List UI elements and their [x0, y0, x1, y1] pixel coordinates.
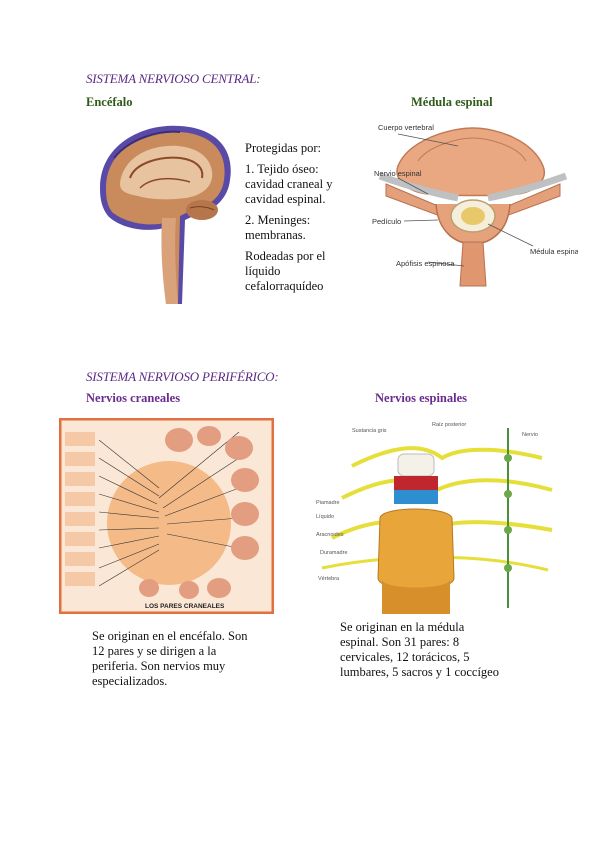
svg-text:Duramadre: Duramadre	[320, 550, 348, 556]
svg-text:Nervio: Nervio	[522, 432, 538, 438]
brain-sagittal-image	[100, 125, 231, 304]
svg-text:Vértebra: Vértebra	[318, 576, 340, 582]
rodeadas-line: Rodeadas por el líquido cefalorraquídeo	[245, 249, 326, 293]
cranial-nerves-image: LOS PARES CRANEALES	[59, 418, 274, 614]
protegidas-line: Protegidas por:	[245, 141, 322, 155]
svg-text:Aracnoides: Aracnoides	[316, 532, 344, 538]
label-medula-espinal: Médula espinal	[530, 247, 578, 256]
medula-heading: Médula espinal	[411, 95, 493, 109]
espinales-description: Se originan en la médula espinal. Son 31…	[340, 620, 499, 679]
label-cuerpo-vertebral: Cuerpo vertebral	[378, 123, 434, 132]
protection-text-block: Protegidas por: 1. Tejido óseo: cavidad …	[245, 141, 337, 300]
svg-text:Líquido: Líquido	[316, 514, 334, 520]
svg-text:Piamadre: Piamadre	[316, 500, 340, 506]
nervios-craneales-heading: Nervios craneales	[86, 391, 181, 405]
label-apofisis: Apófisis espinosa	[396, 259, 455, 268]
central-section-title: SISTEMA NERVIOSO CENTRAL:	[86, 71, 261, 86]
cranial-caption: LOS PARES CRANEALES	[145, 603, 225, 610]
svg-text:Sustancia gris: Sustancia gris	[352, 428, 387, 434]
label-pediculo: Pedículo	[372, 217, 401, 226]
list-item-meninges: 2. Meninges: membranas.	[245, 213, 311, 242]
peripheral-section-title: SISTEMA NERVIOSO PERIFÉRICO:	[86, 369, 279, 384]
svg-text:Raíz posterior: Raíz posterior	[432, 422, 466, 428]
encefalo-heading: Encéfalo	[86, 95, 133, 109]
craneales-description: Se originan en el encéfalo. Son 12 pares…	[92, 629, 248, 688]
spinal-nerves-image: Sustancia gris Raíz posterior Nervio Pia…	[316, 422, 553, 614]
nervios-espinales-heading: Nervios espinales	[375, 391, 468, 405]
list-item-tejido-oseo: 1. Tejido óseo: cavidad craneal y cavida…	[245, 162, 333, 206]
label-nervio-espinal: Nervio espinal	[374, 169, 422, 178]
vertebra-image: Cuerpo vertebral Nervio espinal Pedículo…	[372, 123, 578, 287]
